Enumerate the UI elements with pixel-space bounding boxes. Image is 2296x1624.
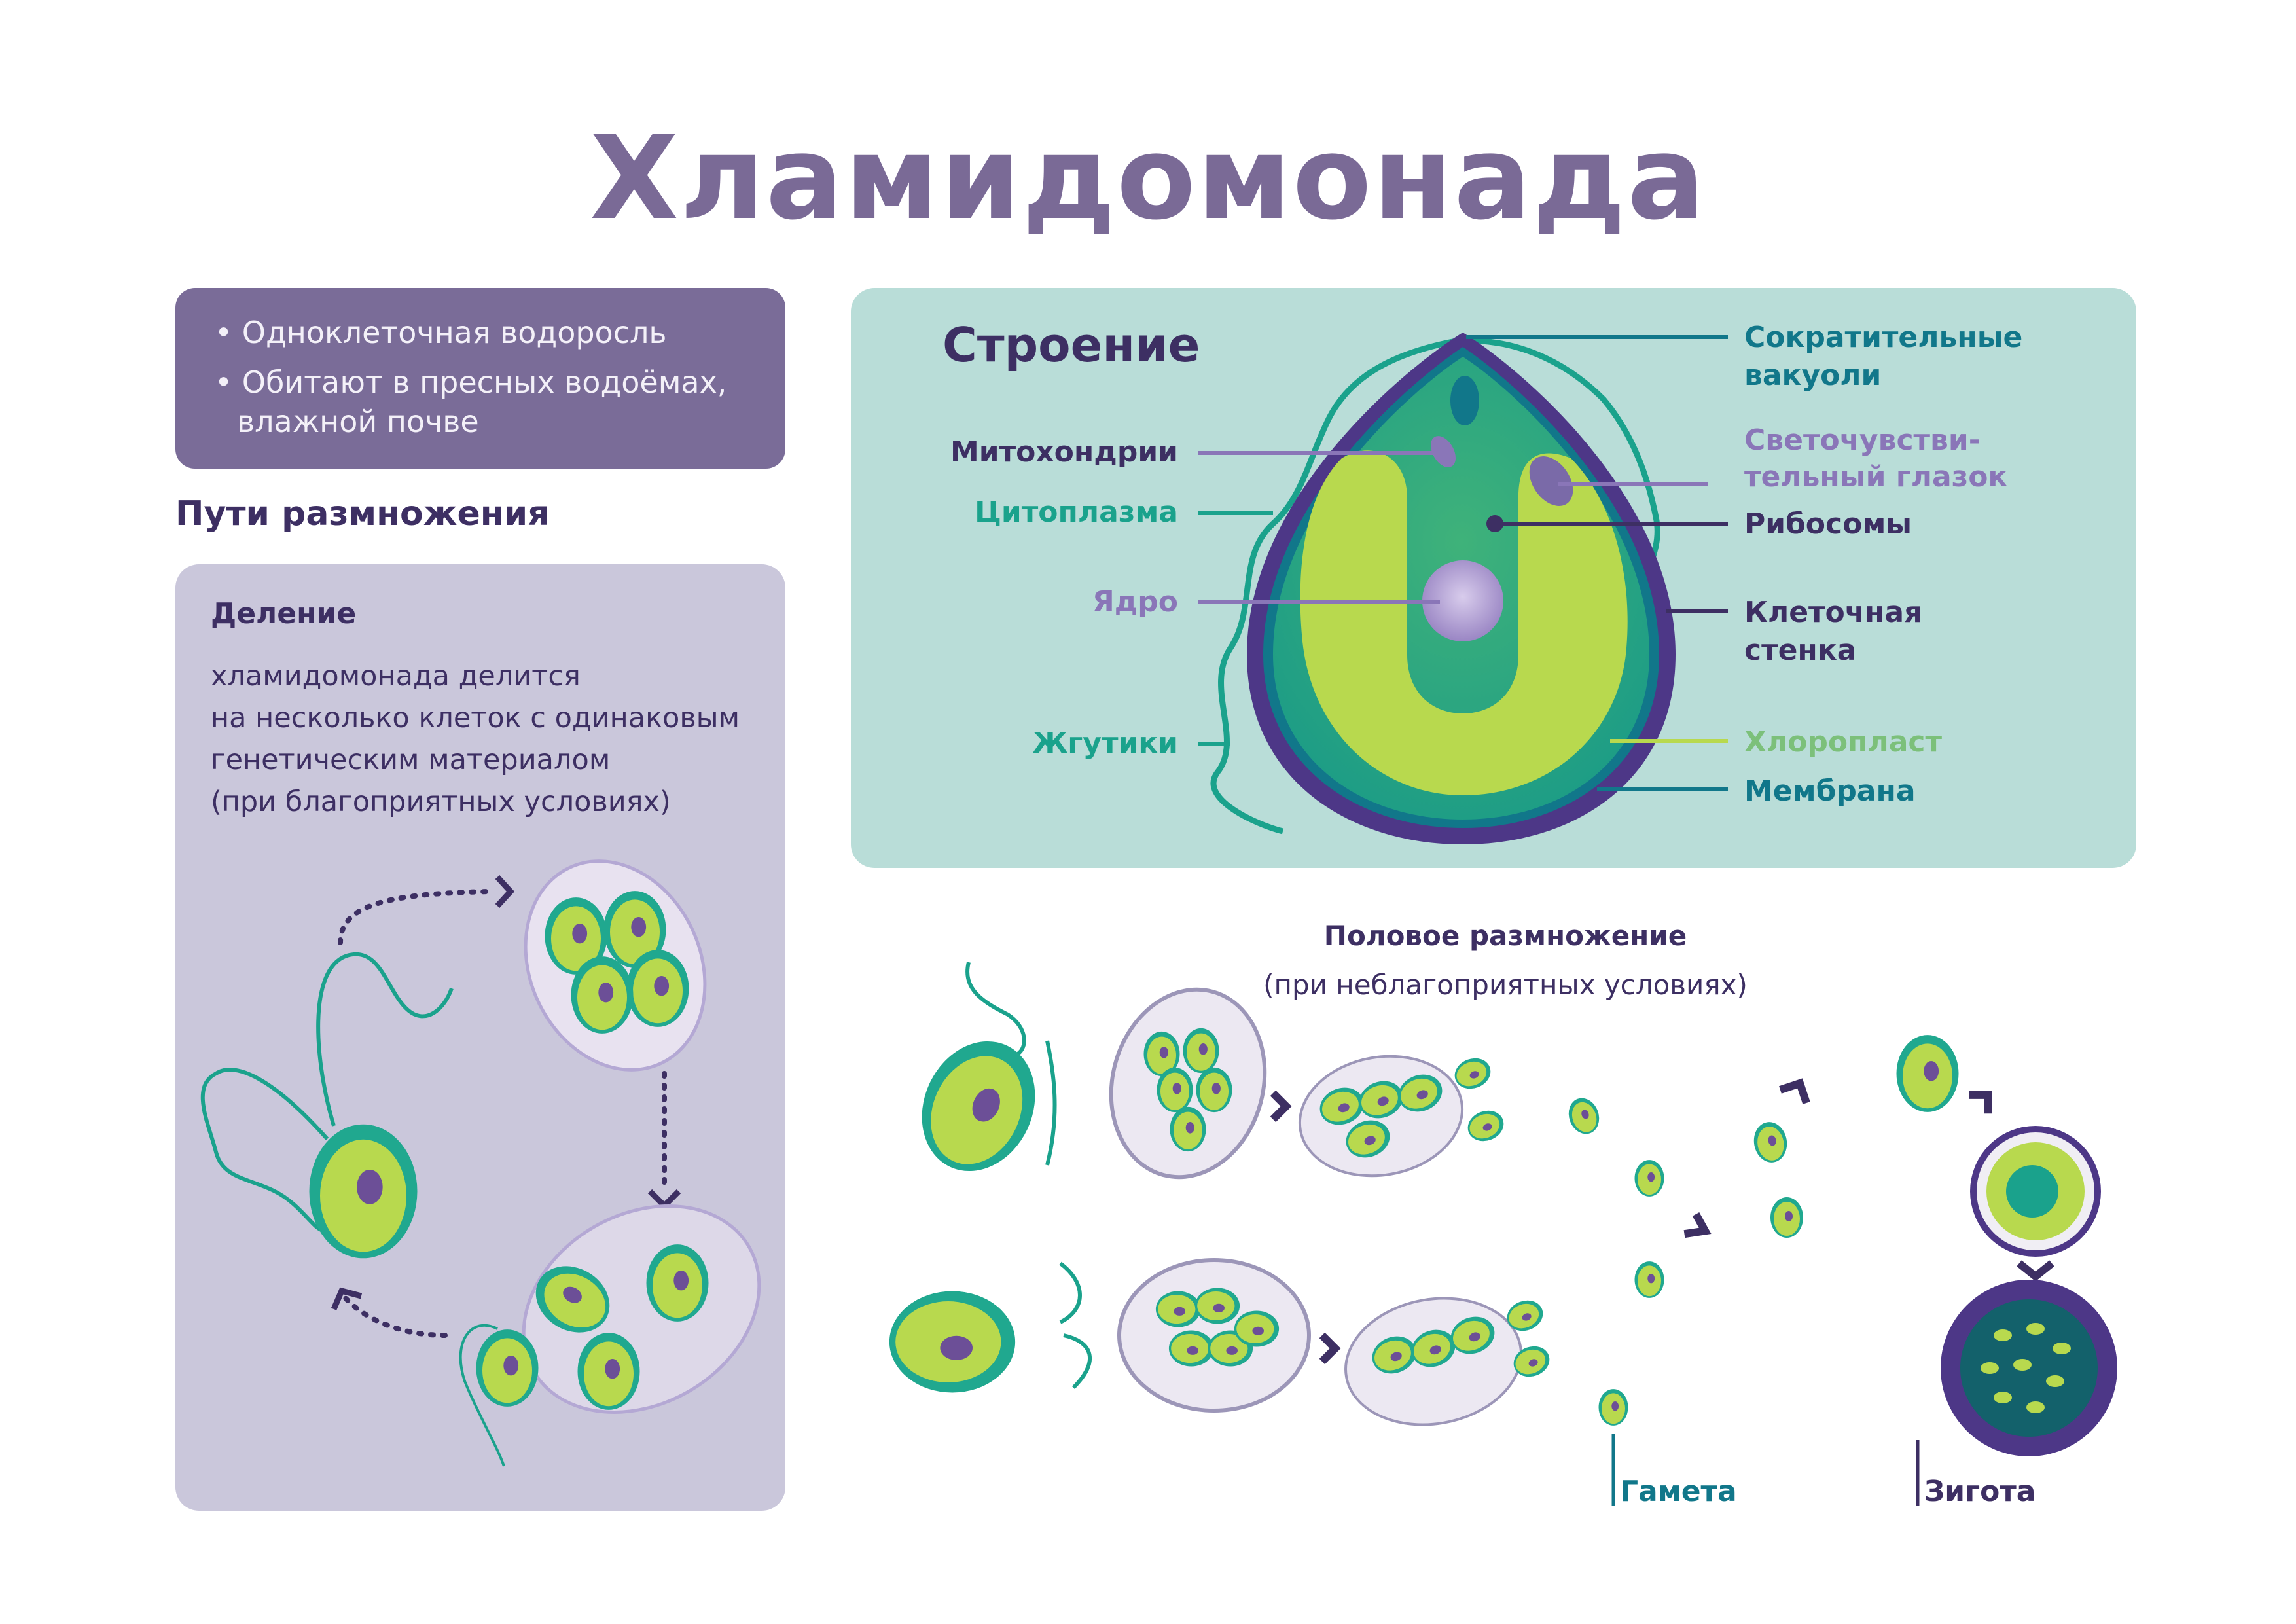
process-arrow — [2017, 1260, 2054, 1282]
label-eyespot: Светочувстви- — [1744, 424, 1981, 457]
division-text-line: (при благоприятных условиях) — [211, 785, 671, 818]
label-membrane: Мембрана — [1744, 774, 1916, 808]
label-vacuoles: Сократительные — [1744, 321, 2023, 354]
dotted-arrow — [338, 889, 493, 945]
label-vacuoles-2: вакуоли — [1744, 359, 1882, 392]
division-text-line: генетическим материалом — [211, 744, 611, 776]
sexual-heading: Половое размножение — [1323, 920, 1687, 952]
process-arrow — [1969, 1091, 1992, 1114]
division-cell — [476, 1329, 539, 1407]
gametangium — [1117, 1258, 1311, 1413]
gamete — [1194, 1288, 1240, 1324]
gamete — [1234, 1310, 1280, 1347]
division-heading: Деление — [211, 597, 357, 630]
page-title: Хламидомонада — [590, 111, 1706, 245]
label-nucleus: Ядро — [1092, 585, 1178, 619]
division-envelope — [522, 1204, 761, 1414]
division-cell — [309, 1124, 418, 1259]
label-cytoplasm: Цитоплазма — [975, 496, 1178, 529]
contractile-vacuole — [1450, 376, 1479, 425]
sexual-cell — [889, 1291, 1016, 1393]
gamete — [1750, 1119, 1791, 1165]
sexual-flagellum — [965, 962, 1026, 1056]
division-flagellum — [459, 1324, 505, 1467]
label-cell-wall-2: стенка — [1744, 634, 1857, 667]
process-arrow — [1683, 1212, 1712, 1238]
gamete — [1196, 1067, 1232, 1113]
process-arrow — [1319, 1332, 1341, 1365]
sexual-flagellum — [1045, 1040, 1057, 1166]
division-flagellum — [316, 952, 454, 1127]
gamete — [1634, 1261, 1664, 1298]
gamete — [1463, 1106, 1508, 1146]
arrow-head — [495, 875, 515, 909]
label-gamete: Гамета — [1620, 1475, 1737, 1508]
chloroplast — [1300, 450, 1628, 795]
sexual-flagellum — [1059, 1261, 1082, 1324]
fact-item: влажной почве — [237, 404, 479, 439]
gamete — [1564, 1094, 1604, 1138]
label-mitochondria: Митохондрии — [950, 435, 1178, 469]
fusing-cell — [1896, 1035, 1959, 1112]
division-cell — [571, 956, 634, 1034]
fact-item: • Обитают в пресных водоёмах, — [215, 365, 727, 400]
label-flagella: Жгутики — [1032, 727, 1178, 760]
division-cell — [577, 1333, 640, 1410]
division-cycle — [200, 859, 761, 1467]
zygote-spores — [1981, 1323, 2071, 1413]
cell-structure-diagram — [1198, 333, 1728, 844]
zygote-early-core — [2006, 1165, 2058, 1218]
gamete — [1168, 1330, 1214, 1367]
facts-box: • Одноклеточная водоросль • Обитают в пр… — [175, 288, 785, 469]
eyespot — [1529, 456, 1573, 506]
sexual-subtitle: (при неблагоприятных условиях) — [1263, 969, 1748, 1001]
label-eyespot-2: тельный глазок — [1744, 460, 2008, 494]
label-zygote: Зигота — [1924, 1475, 2036, 1508]
dotted-arrow — [341, 1293, 448, 1338]
structure-heading: Строение — [942, 317, 1200, 372]
nucleus — [1422, 560, 1503, 641]
division-cell — [626, 950, 689, 1027]
sexual-reproduction — [889, 962, 2117, 1506]
division-text-line: на несколько клеток с одинаковым — [211, 702, 740, 734]
arrow-head — [647, 1189, 681, 1210]
reproduction-heading: Пути размножения — [175, 494, 550, 533]
process-arrow — [1779, 1078, 1810, 1104]
gamete — [1183, 1028, 1219, 1074]
gamete — [1155, 1291, 1201, 1327]
fact-item: • Одноклеточная водоросль — [215, 315, 667, 350]
gamete — [1634, 1160, 1664, 1197]
division-text-line: хламидомонада делится — [211, 660, 581, 693]
label-ribosomes: Рибосомы — [1744, 507, 1912, 541]
gamete — [1770, 1197, 1803, 1238]
sexual-flagellum — [1063, 1333, 1092, 1390]
gamete — [1170, 1106, 1206, 1152]
arrow-head — [331, 1287, 363, 1310]
label-cell-wall: Клеточная — [1744, 596, 1923, 629]
division-cell — [646, 1244, 709, 1322]
flagellum-left — [1210, 337, 1460, 835]
gamete — [1598, 1389, 1628, 1426]
gamete — [1157, 1067, 1193, 1113]
process-arrow — [1270, 1090, 1292, 1123]
label-chloroplast: Хлоропласт — [1744, 725, 1943, 759]
sexual-cell — [901, 1022, 1056, 1190]
division-flagellum — [200, 1068, 329, 1233]
